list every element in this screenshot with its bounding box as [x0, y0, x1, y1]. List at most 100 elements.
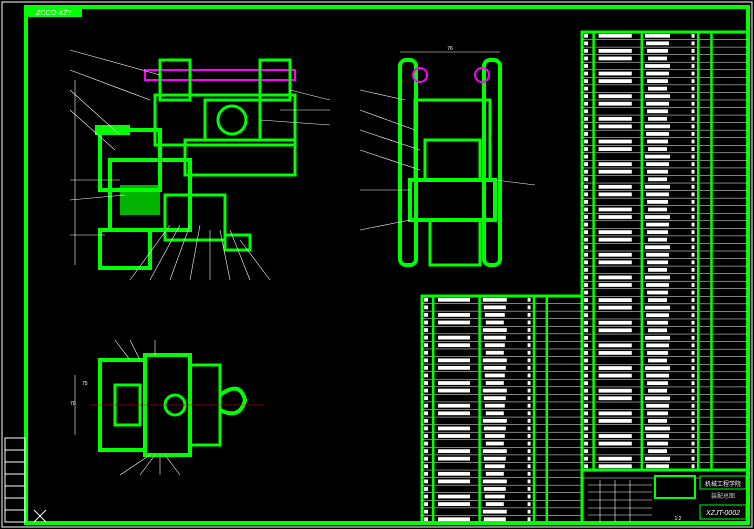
parts-row	[584, 79, 695, 83]
side-view: 76	[359, 46, 536, 267]
dimension-left: 75	[82, 381, 88, 387]
parts-row	[584, 56, 695, 61]
parts-row	[424, 456, 531, 461]
drawing-name: 装配总图	[711, 492, 735, 500]
top-view: 70 75	[70, 339, 265, 476]
parts-row	[584, 456, 695, 461]
parts-row	[584, 109, 695, 114]
parts-row	[584, 252, 695, 257]
parts-row	[584, 116, 695, 121]
parts-row	[584, 381, 695, 386]
parts-row	[584, 230, 695, 235]
dimension-bottom-view: 70	[70, 401, 76, 407]
parts-row	[424, 297, 531, 302]
parts-row	[584, 71, 695, 76]
parts-row	[584, 237, 695, 242]
parts-row	[584, 154, 695, 159]
parts-row	[584, 177, 695, 182]
parts-row	[584, 343, 695, 348]
parts-row	[584, 215, 695, 219]
parts-row	[424, 418, 531, 423]
parts-row	[584, 41, 695, 46]
parts-row	[584, 298, 695, 302]
parts-row	[584, 260, 695, 265]
parts-row	[424, 305, 531, 310]
parts-row	[424, 313, 531, 317]
parts-row	[424, 381, 531, 385]
parts-row	[584, 411, 695, 416]
parts-row	[584, 313, 695, 318]
parts-row	[424, 509, 531, 514]
parts-row	[424, 358, 531, 363]
parts-row	[424, 517, 531, 522]
parts-row	[584, 419, 695, 423]
parts-row	[584, 358, 695, 363]
parts-row	[424, 396, 531, 401]
parts-row	[584, 33, 695, 38]
parts-row	[584, 426, 695, 431]
parts-row	[584, 320, 695, 325]
parts-row	[424, 343, 531, 348]
parts-row	[584, 124, 695, 129]
parts-row	[584, 192, 695, 197]
parts-row	[584, 434, 695, 438]
parts-row	[584, 267, 695, 272]
parts-row	[424, 502, 531, 506]
parts-row	[584, 245, 695, 250]
parts-row	[424, 403, 531, 408]
title-block: 机械工程学院 装配总图 XZJT-0002 1:2	[580, 468, 750, 525]
parts-row	[424, 441, 531, 446]
parts-row	[584, 373, 695, 378]
parts-row	[584, 449, 695, 454]
parts-row	[424, 487, 531, 491]
front-view	[69, 49, 331, 281]
parts-row	[584, 101, 695, 106]
scale-label: 1:2	[675, 516, 682, 522]
parts-row	[584, 328, 695, 333]
parts-row	[584, 64, 695, 68]
parts-row	[424, 350, 531, 355]
parts-row	[424, 335, 531, 340]
margin-boxes	[4, 437, 47, 523]
parts-row	[584, 222, 695, 227]
parts-row	[584, 147, 695, 151]
parts-row	[584, 441, 695, 446]
parts-row	[424, 471, 531, 476]
parts-row	[584, 305, 695, 310]
parts-row	[584, 290, 695, 295]
parts-row	[584, 162, 695, 167]
parts-row	[584, 464, 695, 469]
parts-row	[424, 365, 531, 370]
parts-row	[584, 184, 695, 189]
parts-row	[424, 434, 531, 438]
parts-row	[424, 479, 531, 484]
parts-row	[424, 411, 531, 416]
parts-row	[584, 283, 695, 287]
parts-row	[584, 139, 695, 144]
dimension-top: 76	[447, 46, 453, 52]
parts-row	[584, 388, 695, 393]
parts-row	[584, 403, 695, 408]
parts-list-bottom	[420, 294, 584, 525]
parts-row	[424, 494, 531, 499]
parts-row	[424, 388, 531, 393]
parts-row	[424, 320, 531, 325]
parts-row	[584, 207, 695, 212]
parts-row	[584, 200, 695, 204]
parts-row	[424, 426, 531, 431]
parts-list-right	[580, 30, 750, 472]
parts-row	[584, 48, 695, 53]
parts-row	[584, 275, 695, 280]
tab-label: ZCCO-XZY	[35, 10, 73, 17]
parts-row	[584, 94, 695, 99]
parts-row	[424, 449, 531, 454]
drawing-number: XZJT-0002	[705, 510, 740, 517]
parts-row	[584, 169, 695, 174]
parts-row	[584, 351, 695, 355]
parts-row	[584, 335, 695, 340]
parts-row	[584, 366, 695, 370]
parts-row	[584, 132, 695, 136]
parts-row	[584, 396, 695, 401]
